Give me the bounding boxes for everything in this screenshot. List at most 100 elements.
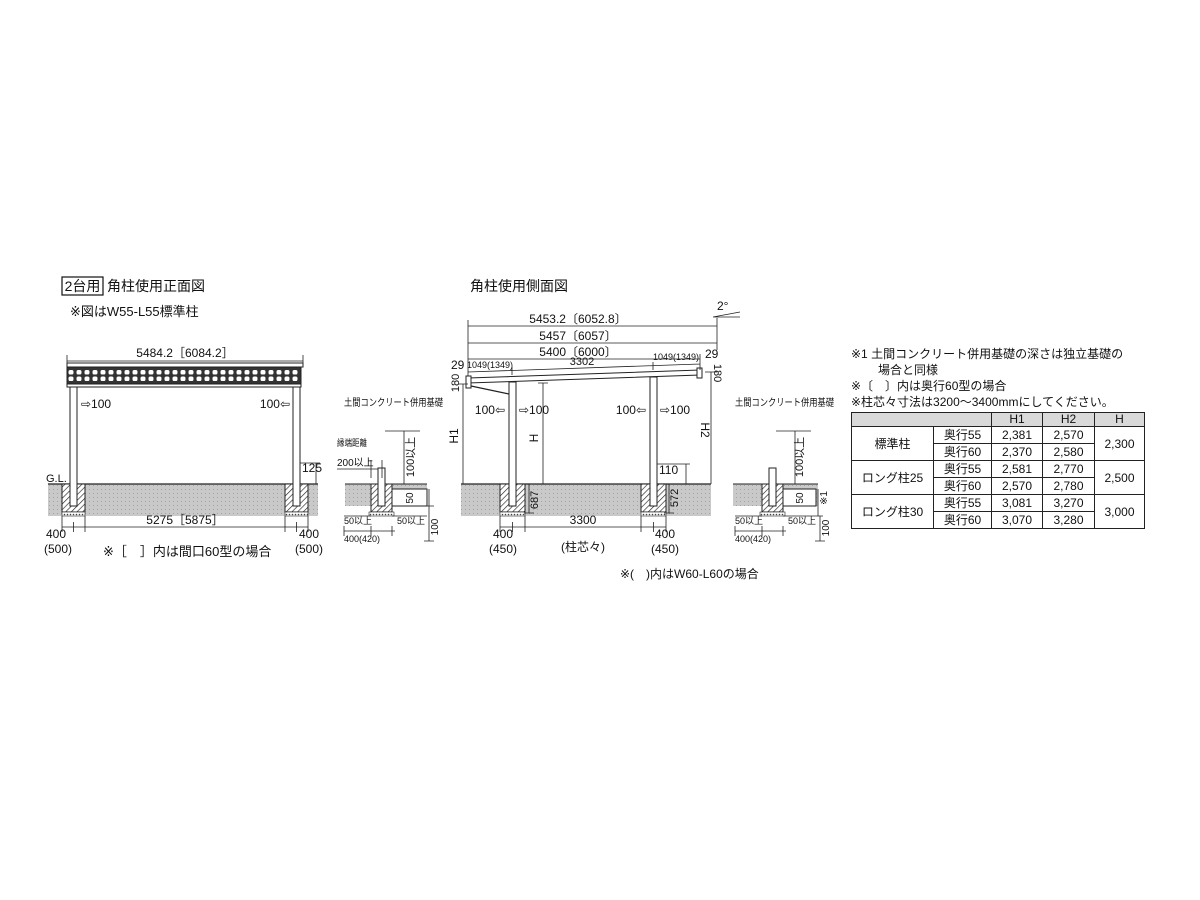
- front-right-gravel: [284, 511, 309, 517]
- table-header-h2: H2: [1042, 412, 1095, 427]
- detail-left-under-left-label: 50以上: [344, 516, 372, 526]
- slab-foundation-detail-right: 土間コンクリート併用基礎 100以上 50 ※1 50以上 50以上 100 4…: [733, 396, 834, 544]
- front-left-gravel: [61, 511, 86, 517]
- side-left-footing-width: 400: [493, 527, 513, 541]
- front-dimension-lines: [61, 355, 320, 532]
- total-length-label: 5457〔6057〕: [539, 329, 616, 343]
- front-right-footing-width-alt: (500): [295, 542, 323, 556]
- h2-cell: 2,780: [1042, 477, 1095, 495]
- left-overhang-label: 1049(1349): [467, 360, 513, 370]
- front-left-post: [69, 386, 78, 507]
- h-cell: 2,300: [1094, 426, 1145, 461]
- h2-cell: 3,280: [1042, 511, 1095, 529]
- ground-level-label: G.L.: [46, 473, 67, 485]
- depth-cell: 奥行55: [933, 460, 992, 478]
- title-badge: 2台用: [65, 278, 101, 294]
- depth-cell: 奥行60: [933, 443, 992, 461]
- side-offset-2-label: ⇨100: [519, 403, 549, 417]
- depth-cell: 奥行60: [933, 477, 992, 495]
- detail-left-depth-total-label: 100: [430, 518, 441, 535]
- front-view-title: 角柱使用正面図: [107, 278, 205, 294]
- detail-right-post: [768, 467, 777, 507]
- front-ground: [48, 484, 318, 516]
- front-roof-bottom-beam: [66, 383, 302, 388]
- side-offset-3-label: 100⇦: [616, 403, 646, 417]
- detail-right-depth-min-label: 100以上: [793, 437, 806, 477]
- detail-left-title: 土間コンクリート併用基礎: [344, 396, 443, 409]
- detail-right-dimension-lines: [734, 430, 825, 542]
- right-overhang-label: 1049(1349): [653, 352, 699, 362]
- detail-right-under-right-label: 50以上: [788, 516, 816, 526]
- side-left-footing-width-alt: (450): [489, 542, 517, 556]
- h1-cell: 2,370: [991, 443, 1043, 461]
- left-edge-29-label: 29: [451, 358, 465, 372]
- side-left-brace: [470, 385, 510, 395]
- front-left-footing-width-alt: (500): [44, 542, 72, 556]
- table-row: 奥行60 2,370 2,580: [852, 443, 1145, 461]
- detail-left-slab-thickness: 50: [405, 492, 416, 504]
- frame-length-label: 5400〔6000〕: [539, 345, 616, 359]
- post-clearance-125-label: 125: [302, 461, 322, 475]
- post-type-cell: 標準柱: [851, 426, 934, 461]
- front-bracket-note: ※［ ］内は間口60型の場合: [103, 544, 271, 559]
- edge-distance-label: 縁端距離: [337, 437, 367, 448]
- post-clearance-110-label: 110: [659, 463, 678, 477]
- beam-span-label: 3302: [570, 356, 594, 368]
- detail-right-gravel: [759, 511, 786, 517]
- table-header-row: H1 H2 H: [851, 412, 1145, 427]
- roof-length-label: 5453.2〔6052.8〕: [529, 312, 626, 326]
- edge-distance-min-label: 200以上: [337, 457, 374, 469]
- note-line-1: ※1 土間コンクリート併用基礎の深さは独立基礎の: [851, 346, 1123, 361]
- front-roof: [66, 362, 304, 388]
- post-center-span-note: (柱芯々): [561, 539, 605, 554]
- h1-cell: 2,581: [991, 460, 1043, 478]
- post-center-span-label: 3300: [570, 513, 597, 527]
- side-view-title: 角柱使用側面図: [470, 278, 568, 294]
- front-right-post: [292, 386, 301, 507]
- detail-left-dimension-lines: [337, 430, 434, 542]
- detail-left-under-right-label: 50以上: [397, 516, 425, 526]
- detail-right-reference-mark: ※1: [819, 491, 830, 505]
- post-span-label: 5275［5875］: [146, 513, 223, 527]
- right-eave-180-label: 180: [711, 364, 723, 382]
- detail-left-width-label: 400(420): [344, 534, 380, 544]
- right-embed-depth-label: 572: [669, 489, 681, 507]
- front-view: 2台用 角柱使用正面図 ※図はW55-L55標準柱 5484.2［6084.2］…: [44, 276, 323, 559]
- h1-cell: 2,381: [991, 426, 1043, 444]
- front-roof-top-beam: [66, 362, 304, 368]
- table-row: 奥行60 3,070 3,280: [852, 511, 1145, 529]
- detail-right-width-label: 400(420): [735, 534, 771, 544]
- table-header-h: H: [1094, 412, 1145, 427]
- depth-cell: 奥行55: [933, 426, 992, 444]
- table-row: ロング柱25 奥行55 2,581 2,770 2,500: [851, 460, 1145, 495]
- h2-cell: 3,270: [1042, 494, 1095, 512]
- side-offset-1-label: 100⇦: [475, 403, 505, 417]
- front-right-offset-label: 100⇦: [260, 397, 290, 411]
- table-row: 標準柱 奥行55 2,381 2,570 2,300: [851, 426, 1145, 461]
- table-row: ロング柱30 奥行55 3,081 3,270 3,000: [851, 494, 1145, 529]
- h-cell: 3,000: [1094, 494, 1145, 529]
- front-roof-panels: [66, 366, 302, 385]
- h2-cell: 2,570: [1042, 426, 1095, 444]
- side-right-post: [649, 376, 658, 507]
- h1-cell: 3,081: [991, 494, 1043, 512]
- side-right-footing-width-alt: (450): [651, 542, 679, 556]
- side-left-gravel: [499, 511, 526, 517]
- detail-left-post: [377, 467, 386, 507]
- h2-cell: 2,580: [1042, 443, 1095, 461]
- detail-left-depth-min-label: 100以上: [404, 437, 417, 477]
- overall-width-label: 5484.2［6084.2］: [136, 346, 233, 360]
- side-view: 角柱使用側面図 2° 5453.2〔6052.8〕 5457〔6057〕 540…: [447, 278, 759, 581]
- note-line-3: ※〔 〕内は奥行60型の場合: [851, 378, 1006, 393]
- side-bracket-note: ※( )内はW60-L60の場合: [620, 566, 759, 581]
- note-line-4: ※柱芯々寸法は3200～3400mmにしてください。: [851, 394, 1114, 409]
- h-cell: 2,500: [1094, 460, 1145, 495]
- right-edge-29-label: 29: [705, 347, 719, 361]
- h1-label: H1: [447, 428, 461, 444]
- front-left-footing-width: 400: [46, 527, 66, 541]
- side-right-fascia: [696, 367, 703, 379]
- detail-right-title: 土間コンクリート併用基礎: [735, 396, 834, 409]
- left-embed-depth-label: 687: [529, 491, 541, 509]
- detail-left-gravel: [368, 511, 395, 517]
